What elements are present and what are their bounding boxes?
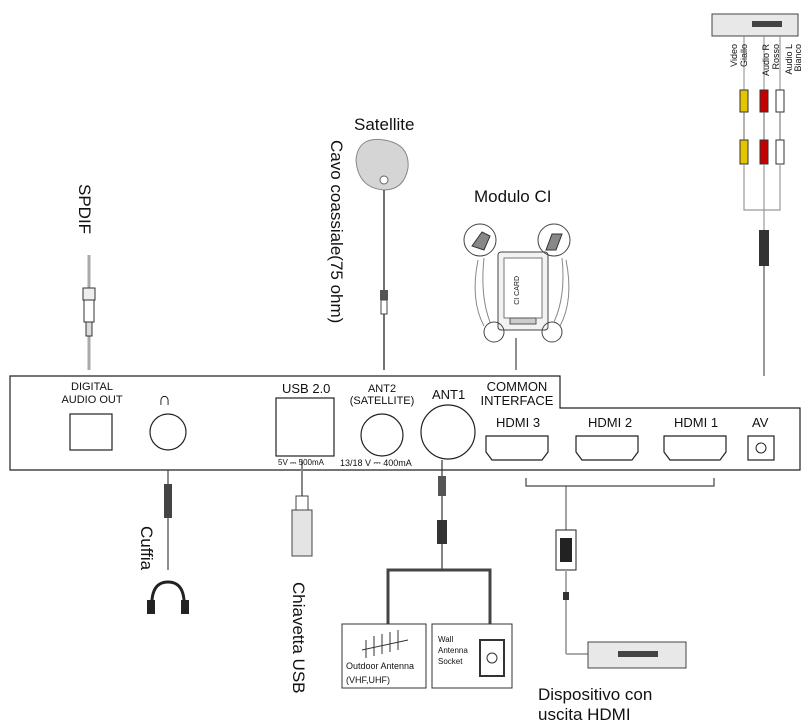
usb-port [275, 397, 335, 457]
headphones-label: Cuffia [137, 526, 156, 571]
ci-module-label: Modulo CI [474, 187, 552, 206]
ci-module-graphic [463, 223, 571, 370]
common-interface-label: COMMON INTERFACE [480, 379, 554, 408]
hdmi2-label: HDMI 2 [588, 415, 633, 430]
ant1-port-label: ANT1 [432, 387, 466, 402]
usb-port-label: USB 2.0 [282, 381, 331, 396]
av-port-inner [755, 442, 767, 454]
outdoor-antenna-box [341, 623, 427, 689]
antenna-cable [386, 460, 492, 640]
satellite-label: Satellite [354, 115, 415, 134]
hdmi-source-device [587, 641, 687, 669]
hdmi-cable [525, 478, 715, 655]
ant2-port-label: ANT2 (SATELLITE) [349, 383, 415, 407]
av-white-sub: Audio L [784, 44, 794, 75]
av-label: AV [752, 415, 769, 430]
headphone-port-icon: ∩ [158, 389, 171, 409]
outdoor-antenna-label-2: (VHF,UHF) [346, 675, 390, 685]
spdif-label: SPDIF [75, 184, 94, 235]
usb-stick-label: Chiavetta USB [289, 582, 308, 694]
hdmi1-port [663, 435, 727, 461]
satellite-dish-icon [355, 138, 409, 370]
usb-stick-icon [291, 460, 313, 557]
av-red-sub: Audio R [761, 44, 771, 77]
ant2-power-label: 13/18 V ⎓ 400mA [340, 458, 412, 468]
hdmi-device-label-1: Dispositivo con [538, 685, 653, 704]
digital-audio-out-label: DIGITAL AUDIO OUT [61, 381, 123, 406]
headphones-icon [147, 470, 189, 614]
coax-cable-label: Cavo coassiale(75 ohm) [327, 140, 346, 324]
av-source-device [711, 13, 799, 90]
av-yellow-label: Giallo [739, 44, 749, 68]
hdmi3-label: HDMI 3 [496, 415, 541, 430]
usb-power-label: 5V ⎓ 500mA [278, 458, 324, 467]
hdmi-device-label-2: uscita HDMI [538, 705, 631, 724]
headphone-jack [149, 413, 187, 451]
rca-plugs [739, 89, 785, 376]
tv-back-panel [9, 375, 801, 471]
ant2-port [360, 413, 404, 457]
hdmi1-label: HDMI 1 [674, 415, 719, 430]
ant1-port [420, 404, 476, 460]
av-white-label: Bianco [793, 44, 803, 72]
optical-port [69, 413, 113, 451]
spdif-cable [82, 255, 96, 370]
av-yellow-sub: Video [729, 44, 739, 67]
hdmi3-port [485, 435, 549, 461]
outdoor-antenna-icon [361, 630, 409, 658]
wall-socket-label: Wall Antenna Socket [438, 635, 468, 666]
av-red-label: Rosso [771, 44, 781, 70]
ci-card-text: CI CARD [514, 276, 521, 305]
av-port [747, 435, 775, 461]
outdoor-antenna-label-1: Outdoor Antenna [346, 661, 415, 671]
hdmi2-port [575, 435, 639, 461]
